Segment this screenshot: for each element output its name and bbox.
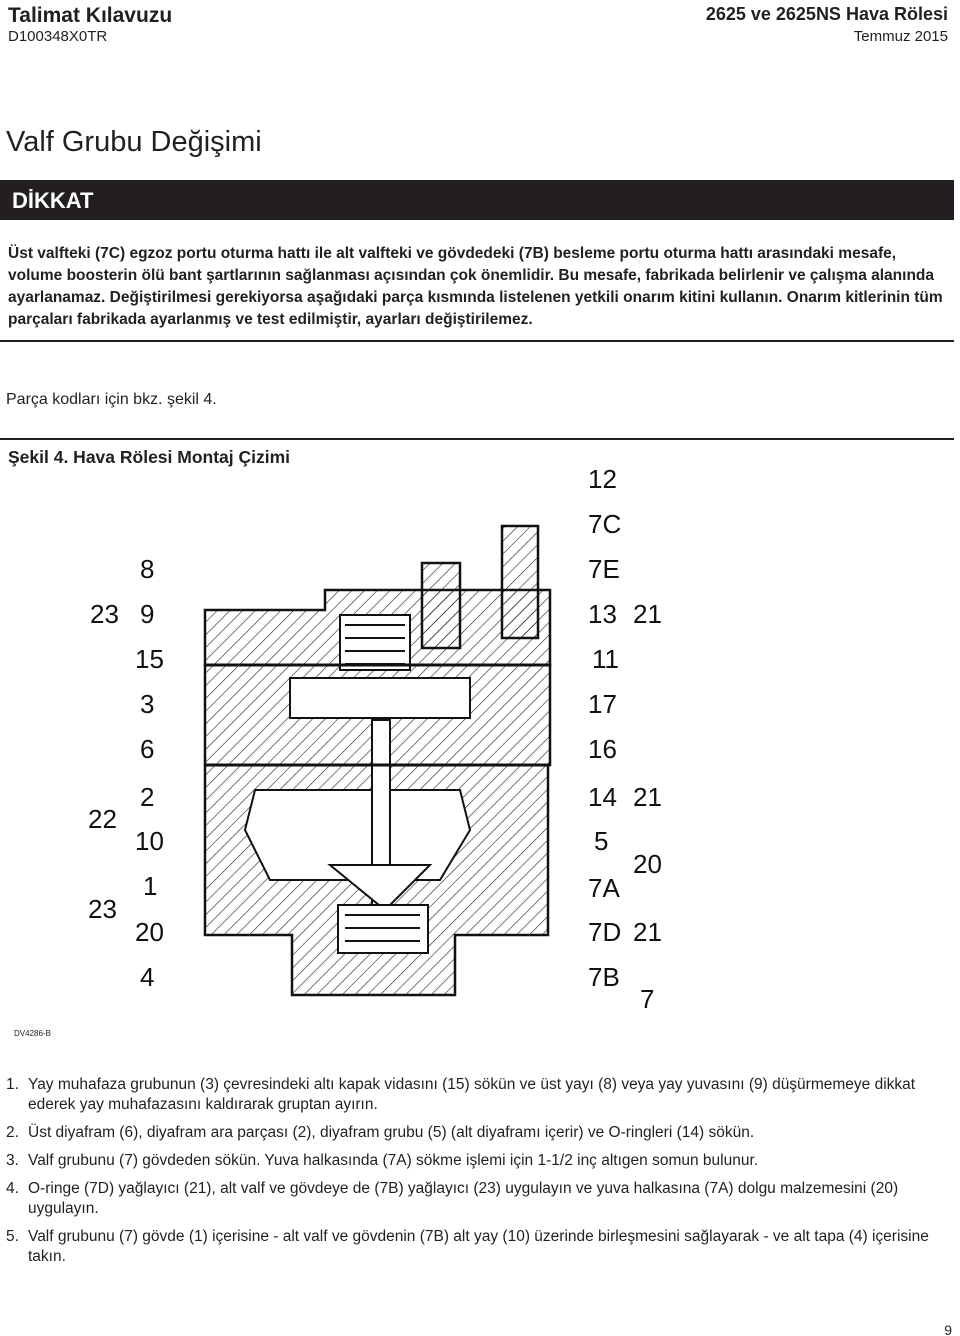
callout-11: 11 <box>592 644 619 674</box>
top-plug <box>420 561 462 650</box>
caution-divider <box>0 340 954 342</box>
callout-21-b: 21 <box>633 782 662 812</box>
callout-23-a: 23 <box>90 599 119 629</box>
step-text: Üst diyafram (6), diyafram ara parçası (… <box>28 1124 755 1141</box>
procedure-steps: 1. Yay muhafaza grubunun (3) çevresindek… <box>6 1075 954 1275</box>
callout-23-b: 23 <box>88 894 117 924</box>
callout-7E: 7E <box>588 554 620 584</box>
callout-6: 6 <box>140 734 154 764</box>
callout-7D: 7D <box>588 917 621 947</box>
callout-7C: 7C <box>588 509 621 539</box>
callout-12: 12 <box>588 464 617 494</box>
callout-21-a: 21 <box>633 599 662 629</box>
caution-banner: DİKKAT <box>0 180 954 220</box>
callout-22: 22 <box>88 804 117 834</box>
caution-label: DİKKAT <box>12 188 94 213</box>
assembly-drawing: 12 7C 7E 13 21 11 17 16 14 21 5 20 7A 7D… <box>88 464 662 1014</box>
product-name: 2625 ve 2625NS Hava Rölesi <box>705 4 948 24</box>
section-title: Valf Grubu Değişimi <box>6 126 262 158</box>
figure-caption: Şekil 4. Hava Rölesi Montaj Çizimi <box>8 447 291 467</box>
callout-5: 5 <box>594 826 608 856</box>
step-number: 4. <box>6 1180 19 1197</box>
upper-spring <box>339 614 411 671</box>
callout-7A: 7A <box>588 873 620 903</box>
callout-14: 14 <box>588 782 617 812</box>
valve-plug <box>327 864 433 912</box>
callout-7B: 7B <box>588 962 620 992</box>
step-number: 5. <box>6 1228 19 1245</box>
step-item: 4. O-ringe (7D) yağlayıcı (21), alt valf… <box>6 1179 954 1219</box>
step-text: Valf grubunu (7) gövdeden sökün. Yuva ha… <box>28 1152 759 1169</box>
step-number: 3. <box>6 1152 19 1169</box>
document-type: Talimat Kılavuzu <box>8 4 173 27</box>
body-cavity <box>243 789 472 881</box>
publication-date: Temmuz 2015 <box>853 28 948 45</box>
step-text: Yay muhafaza grubunun (3) çevresindeki a… <box>28 1076 916 1113</box>
step-number: 1. <box>6 1076 19 1093</box>
callout-21-c: 21 <box>633 917 662 947</box>
callout-15: 15 <box>135 644 164 674</box>
callout-17: 17 <box>588 689 617 719</box>
callout-20-left: 20 <box>135 917 164 947</box>
step-item: 1. Yay muhafaza grubunun (3) çevresindek… <box>6 1075 954 1115</box>
page-number: 9 <box>944 1322 952 1336</box>
callout-3: 3 <box>140 689 154 719</box>
diaphragm-plate <box>289 677 471 719</box>
callout-4: 4 <box>140 962 154 992</box>
step-item: 2. Üst diyafram (6), diyafram ara parças… <box>6 1123 954 1143</box>
callout-13: 13 <box>588 599 617 629</box>
callout-20-right: 20 <box>633 849 662 879</box>
callout-7: 7 <box>640 984 654 1014</box>
step-number: 2. <box>6 1124 19 1141</box>
figure-divider <box>0 438 954 440</box>
callout-9: 9 <box>140 599 154 629</box>
step-text: Valf grubunu (7) gövde (1) içerisine - a… <box>28 1228 929 1265</box>
callout-2: 2 <box>140 782 154 812</box>
figure-code: DV4286-B <box>14 1029 51 1038</box>
step-item: 5. Valf grubunu (7) gövde (1) içerisine … <box>6 1227 954 1267</box>
adjusting-screw <box>500 524 540 640</box>
document-code: D100348X0TR <box>8 28 108 45</box>
reference-text: Parça kodları için bkz. şekil 4. <box>6 391 217 408</box>
callout-1: 1 <box>143 871 157 901</box>
caution-text: Üst valfteki (7C) egzoz portu oturma hat… <box>8 245 943 328</box>
callout-10: 10 <box>135 826 164 856</box>
callout-8: 8 <box>140 554 154 584</box>
callout-16: 16 <box>588 734 617 764</box>
step-item: 3. Valf grubunu (7) gövdeden sökün. Yuva… <box>6 1151 954 1171</box>
step-text: O-ringe (7D) yağlayıcı (21), alt valf ve… <box>28 1180 899 1217</box>
